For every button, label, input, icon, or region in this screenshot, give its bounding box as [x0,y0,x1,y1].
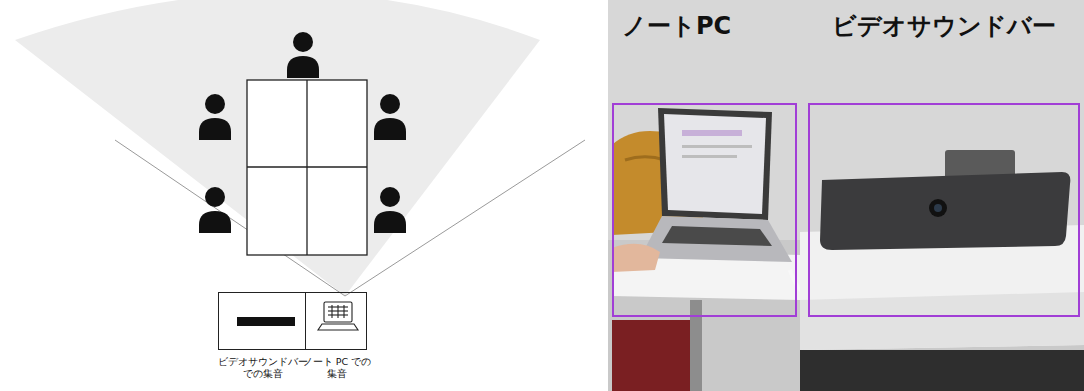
highlight-frame: ビデオサウンドバー [808,103,1080,317]
person-icon [199,187,231,233]
photo [608,0,1084,391]
photo-label: ノートPC [622,13,731,39]
pickup-boundary [345,140,585,296]
person-icon [374,94,406,140]
soundbar-icon [237,317,295,326]
laptop-icon [318,302,358,330]
highlight-frame: ノートPC [612,103,797,317]
caption-label: ビデオサウンドバー での集音 [215,356,311,380]
person-icon [199,94,231,140]
photo-label: ビデオサウンドバー [832,13,1056,39]
pickup-area [15,0,540,296]
microphone-cell: ノート PC での 集音 [305,292,367,350]
meeting-table [247,80,367,255]
person-icon [374,187,406,233]
person-icon [287,32,319,78]
caption-label: ノート PC での 集音 [298,356,376,380]
microphone-cell: ビデオサウンドバー での集音 [218,292,306,350]
